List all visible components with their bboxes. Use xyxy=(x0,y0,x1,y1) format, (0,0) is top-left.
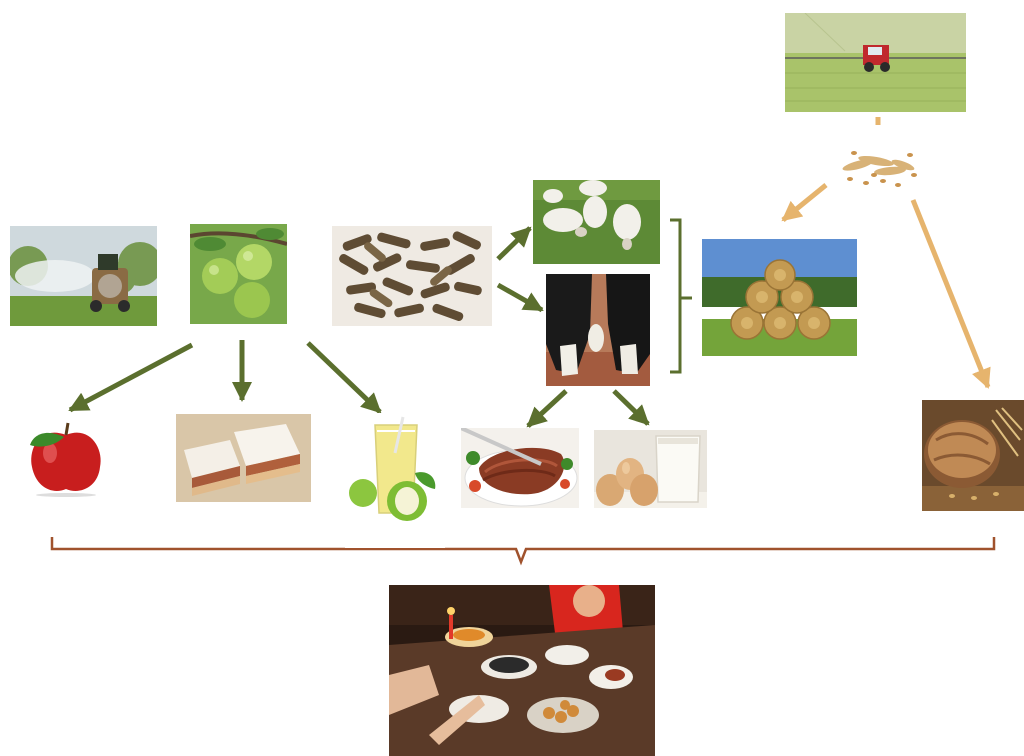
arrow-apples-to-juice xyxy=(306,341,382,414)
apple-pastry-photo xyxy=(176,414,311,502)
arrow-cows-to-meat xyxy=(526,389,568,428)
bread-photo xyxy=(922,400,1024,511)
hay-bales-photo xyxy=(702,239,857,356)
bread-loaf-icon xyxy=(922,400,1024,511)
eggs-and-milk-icon xyxy=(594,430,707,508)
apple-juice-icon xyxy=(345,413,445,548)
orchard-spraying-photo xyxy=(10,226,157,326)
feed-pellets-icon xyxy=(332,226,492,326)
tractor-spraying-orchard-icon xyxy=(10,226,157,326)
arrow-pellets-to-sheep xyxy=(496,226,532,261)
sheep-photo xyxy=(533,180,660,264)
hay-bales-icon xyxy=(702,239,857,356)
cows-feeding-icon xyxy=(546,274,650,386)
arrow-cows-to-dairy xyxy=(612,389,650,426)
eggs-milk-photo xyxy=(594,430,707,508)
arrow-grain-to-hay xyxy=(781,183,828,222)
arrow-grain-to-bread xyxy=(910,199,991,389)
family-meal-photo xyxy=(389,585,655,756)
red-apple-icon xyxy=(18,415,111,497)
arrow-pellets-to-cows xyxy=(496,282,544,313)
red-apple-photo xyxy=(18,415,111,497)
grazing-sheep-icon xyxy=(533,180,660,264)
grain-photo xyxy=(828,125,932,197)
green-apples-on-branch-icon xyxy=(190,224,287,324)
crop-spraying-photo xyxy=(785,13,966,112)
bracket-livestock-to-hay xyxy=(670,218,692,374)
bracket-foods-to-meal xyxy=(50,537,996,566)
family-dinner-table-icon xyxy=(389,585,655,756)
wheat-grain-icon xyxy=(828,125,932,197)
roast-meat-icon xyxy=(461,428,579,508)
apple-juice-photo xyxy=(345,413,445,548)
green-apples-photo xyxy=(190,224,287,324)
cows-photo xyxy=(546,274,650,386)
apple-pastry-icon xyxy=(176,414,311,502)
feed-pellets-photo xyxy=(332,226,492,326)
tractor-spraying-field-icon xyxy=(785,13,966,112)
arrow-apples-to-red-apple xyxy=(68,342,194,413)
roast-meat-photo xyxy=(461,428,579,508)
